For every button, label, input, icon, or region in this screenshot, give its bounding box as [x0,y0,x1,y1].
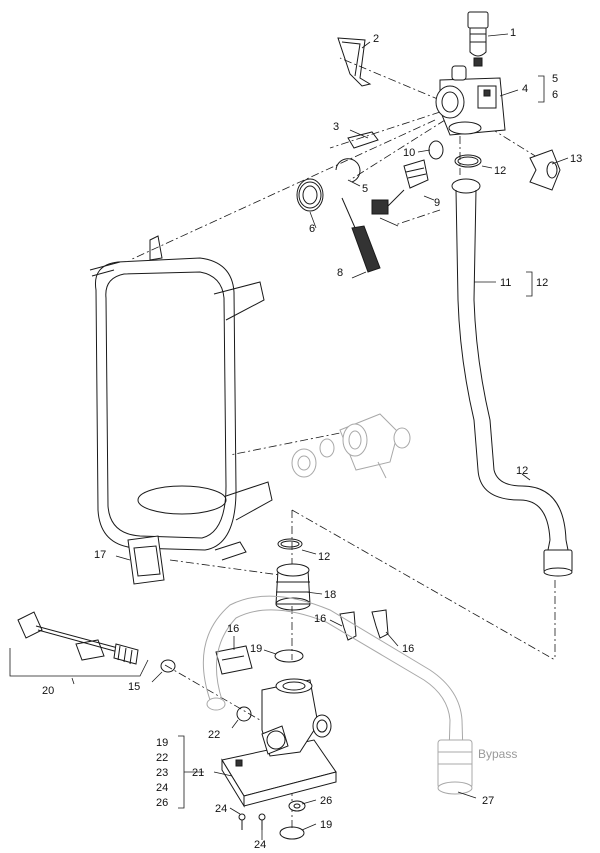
label-part-17: 17 [94,549,106,561]
kit-21-item-26: 26 [156,797,168,809]
o-ring-part-19-bottom [279,826,305,840]
label-part-1: 1 [510,27,516,39]
o-ring-part-22-mid [236,706,252,722]
label-part-16-b: 16 [402,643,414,655]
label-part-18: 18 [324,589,336,601]
seal-part-6 [296,178,324,212]
o-ring-part-19-mid [274,649,304,663]
kit-21-item-23: 23 [156,767,168,779]
clip-part-2 [337,37,372,87]
ghost-bypass-pipe [202,595,473,795]
label-part-22-mid: 22 [208,729,220,741]
sensor-probe-part-20 [17,611,139,665]
kit-21-item-22: 22 [156,752,168,764]
label-part-6: 6 [309,223,315,235]
clip-part-16-c [215,645,253,675]
label-part-12-side: 12 [536,277,548,289]
label-part-12-pipe: 12 [516,465,528,477]
part-labels: 1 2 4 5 6 3 10 12 13 5 9 6 8 11 12 12 17… [42,27,582,851]
o-ring-part-12-mid [277,538,303,550]
label-part-13: 13 [570,153,582,165]
label-part-16-a: 16 [314,613,326,625]
label-part-21: 21 [192,767,204,779]
screw-part-24-b [258,813,266,830]
pipe-part-11 [451,178,573,577]
o-ring-part-15 [160,659,176,673]
clip-part-16-b [371,609,389,639]
label-part-4: 4 [522,83,528,95]
clip-part-16-a [339,611,357,641]
label-part-24-a: 24 [215,803,227,815]
label-part-12-mid: 12 [318,551,330,563]
label-part-26: 26 [320,795,332,807]
manifold-part-21 [221,678,337,808]
sensor-part-9 [371,159,429,215]
label-part-9: 9 [434,197,440,209]
label-part-10: 10 [403,147,415,159]
label-part-11: 11 [500,277,511,289]
label-part-2: 2 [373,33,379,45]
assembly-axes [129,57,556,830]
label-part-6-top: 6 [552,89,558,101]
clip-part-17 [127,535,165,585]
label-part-8: 8 [337,267,343,279]
nut-part-26 [288,800,306,812]
connector-part-18 [275,563,311,611]
o-ring-part-12-top [454,154,482,168]
label-part-20: 20 [42,685,54,697]
label-part-12-top: 12 [494,165,506,177]
kit-21-item-19: 19 [156,737,168,749]
label-part-16-c: 16 [227,623,239,635]
clip-part-3 [347,131,379,149]
heat-exchanger-frame [89,235,273,561]
circlip-part-5 [335,158,361,183]
label-part-5-top: 5 [552,73,558,85]
label-part-15: 15 [128,681,140,693]
label-part-24-b: 24 [254,839,266,851]
label-part-27: 27 [482,795,494,807]
clip-part-13 [529,149,561,191]
label-part-19-mid: 19 [250,643,262,655]
valve-body-part-4 [435,65,506,136]
label-part-5: 5 [362,183,368,195]
bypass-label: Bypass [478,747,517,761]
label-part-3: 3 [333,121,339,133]
kit-21-item-24: 24 [156,782,168,794]
air-vent-part-1 [467,11,489,67]
grease-tube-part-8 [341,197,381,273]
screw-part-24-a [238,813,246,830]
leader-lines [9,33,569,840]
ghost-valve-assembly [291,413,411,479]
o-ring-part-10 [428,140,444,160]
label-part-19-bottom: 19 [320,819,332,831]
